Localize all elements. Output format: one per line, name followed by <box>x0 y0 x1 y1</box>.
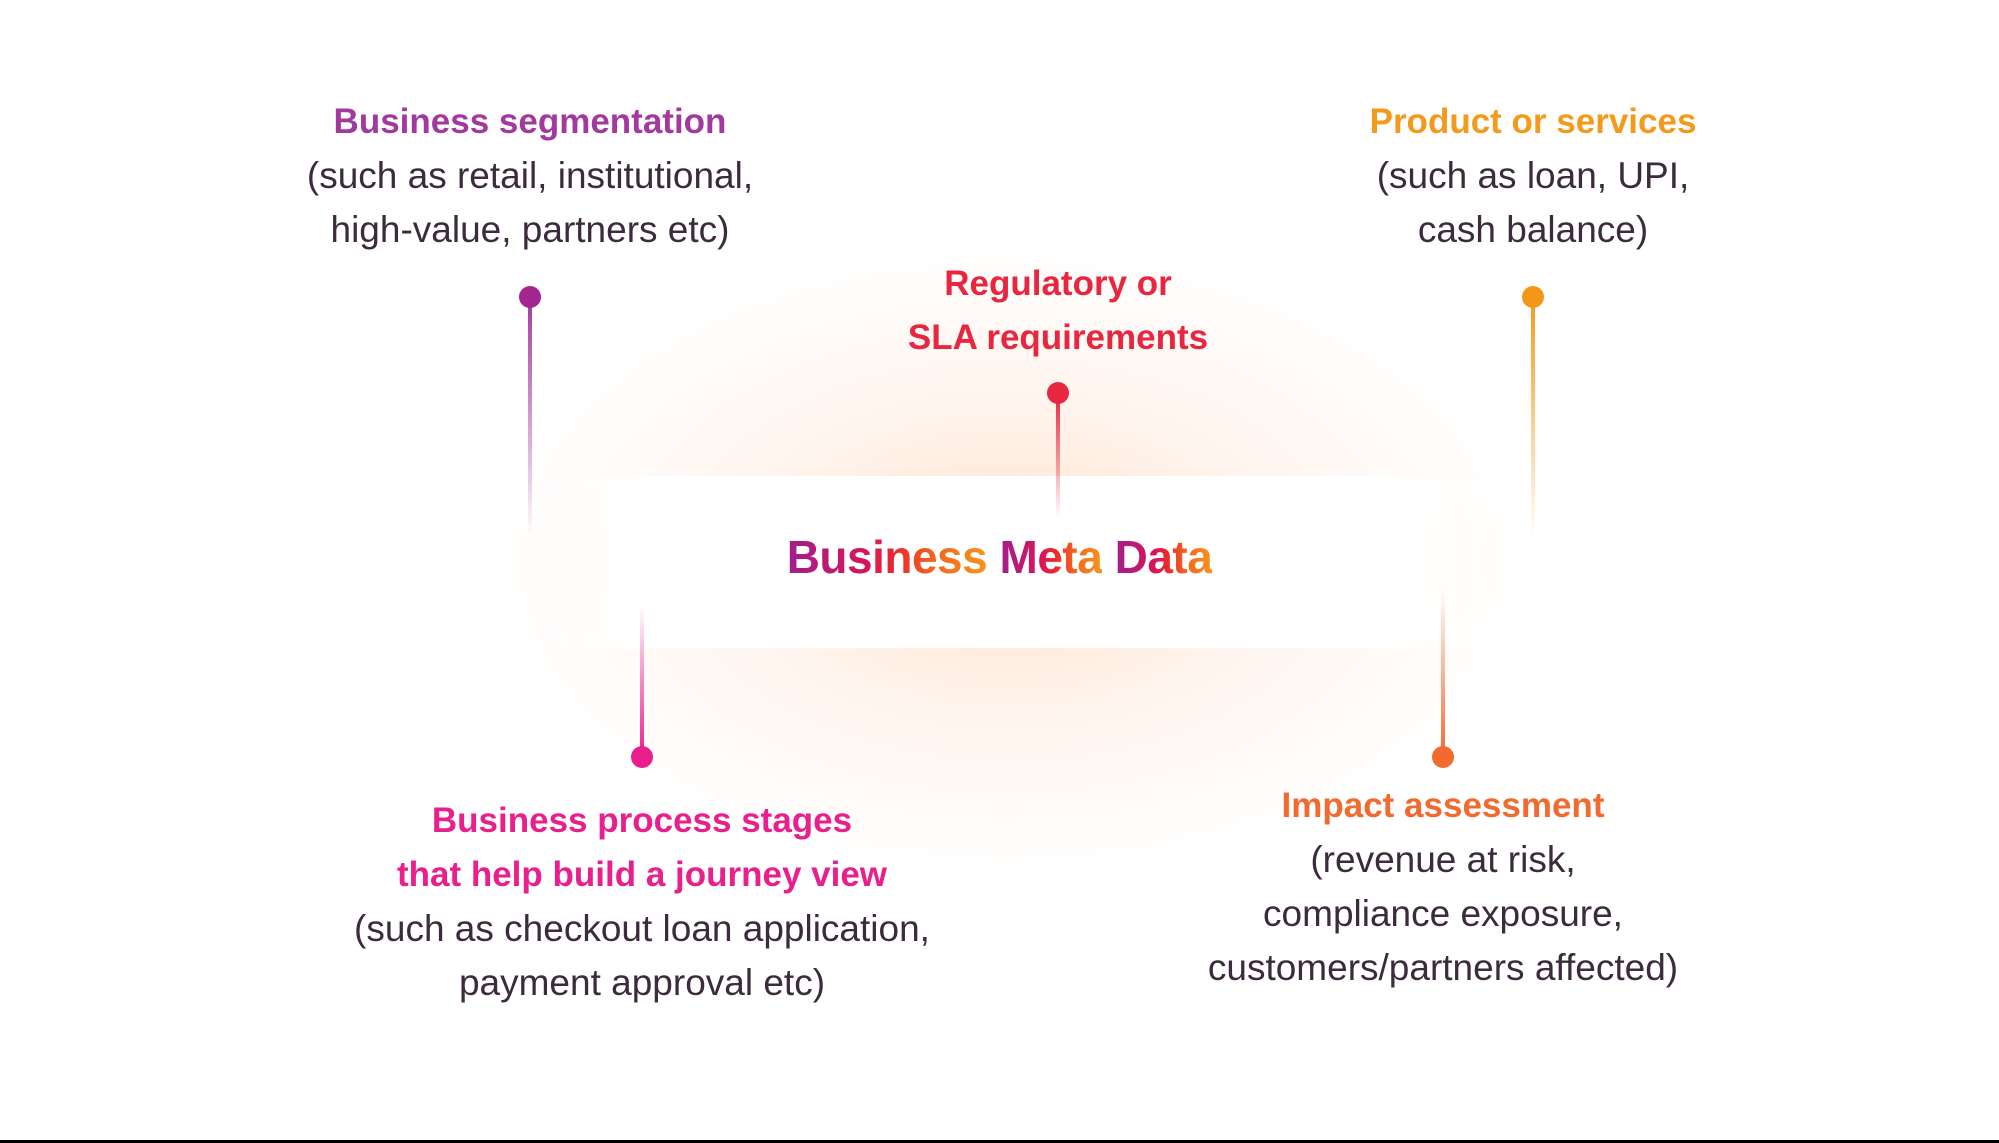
connector-dot <box>631 746 653 768</box>
node-title: that help build a journey view <box>396 855 888 894</box>
node-description-line: compliance exposure, <box>1263 893 1623 934</box>
node-description-line: payment approval etc) <box>458 962 826 1003</box>
node-title: Impact assessment <box>1281 786 1605 825</box>
connector-line <box>1441 590 1445 757</box>
node-regulatory-sla: Regulatory or SLA requirements <box>908 257 1208 365</box>
node-title: SLA requirements <box>907 318 1209 357</box>
title-word-meta: Meta <box>999 531 1103 583</box>
node-title: Product or services <box>1369 102 1697 141</box>
connector-dot <box>1432 746 1454 768</box>
bottom-border <box>0 1140 1999 1143</box>
connector-dot <box>1047 382 1069 404</box>
connector-line <box>1531 297 1535 537</box>
connector-line <box>528 297 532 537</box>
connector-line <box>640 605 644 757</box>
node-title: Business segmentation <box>333 102 727 141</box>
node-title: Business process stages <box>431 801 853 840</box>
node-title: Regulatory or <box>944 264 1172 303</box>
node-description-line: (such as retail, institutional, <box>306 155 754 196</box>
node-impact-assessment: Impact assessment (revenue at risk, comp… <box>1208 779 1678 995</box>
central-concept-title: Business Meta Data <box>0 530 1999 584</box>
node-product-services: Product or services (such as loan, UPI, … <box>1370 95 1697 257</box>
connector-dot <box>519 286 541 308</box>
node-description-line: (revenue at risk, <box>1310 839 1576 880</box>
title-word-data: Data <box>1114 531 1213 583</box>
node-description-line: (such as loan, UPI, <box>1376 155 1690 196</box>
center-band <box>520 476 1520 648</box>
node-description-line: customers/partners affected) <box>1207 947 1679 988</box>
node-business-segmentation: Business segmentation (such as retail, i… <box>307 95 753 257</box>
node-description-line: (such as checkout loan application, <box>354 908 930 949</box>
node-description-line: cash balance) <box>1417 209 1649 250</box>
connector-dot <box>1522 286 1544 308</box>
title-word-business: Business <box>786 531 988 583</box>
node-business-process-stages: Business process stages that help build … <box>354 794 930 1010</box>
connector-line <box>1056 393 1060 518</box>
node-description-line: high-value, partners etc) <box>330 209 730 250</box>
